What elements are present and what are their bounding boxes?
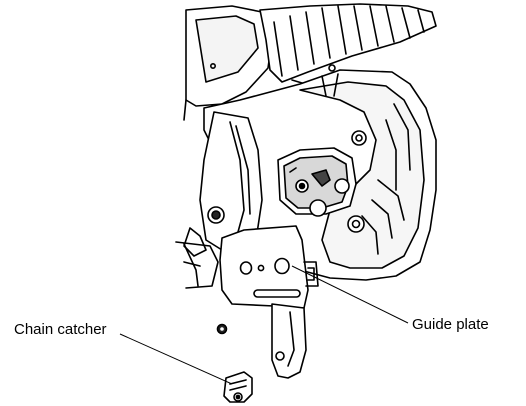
side-cover bbox=[183, 111, 263, 287]
chain-catcher-bracket bbox=[271, 303, 307, 379]
leader-line-guide-plate bbox=[291, 265, 409, 324]
chain-catcher bbox=[223, 371, 253, 403]
guide-plate bbox=[219, 225, 319, 309]
guide-plate-label: Guide plate bbox=[412, 316, 489, 333]
sprocket-area bbox=[277, 147, 357, 217]
front-handle bbox=[259, 3, 437, 87]
chain-catcher-label: Chain catcher bbox=[14, 321, 107, 338]
lower-frame bbox=[175, 241, 219, 289]
fastener bbox=[216, 323, 228, 335]
leader-line-chain-catcher bbox=[119, 333, 233, 385]
upper-housing bbox=[183, 5, 273, 121]
